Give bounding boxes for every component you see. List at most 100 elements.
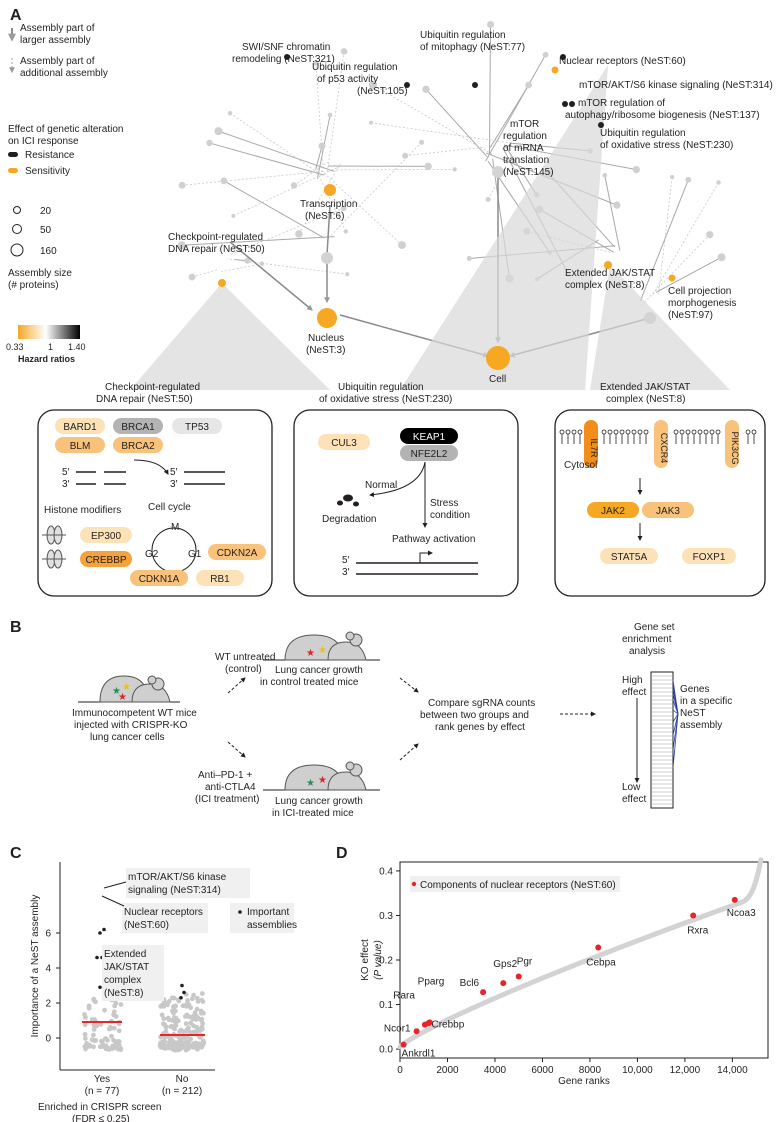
c-important-point [179,995,183,1000]
c-point [162,1045,168,1051]
d-xtick-label: 12,000 [670,1065,701,1076]
label-oxidative-l1: Ubiquitin regulation [600,128,686,139]
box2-normal: Normal [365,480,397,491]
box3-title-l1: Extended JAK/STAT [600,382,690,393]
network-key-nodes [218,54,676,370]
network-edge [223,180,325,239]
network-node [177,241,186,250]
d-ytick-label: 0.1 [379,1000,393,1011]
phase-g1: G1 [188,549,202,560]
c-point [113,1000,119,1006]
b-gsea-l2: enrichment [622,634,672,645]
box2-pathway: Pathway activation [392,534,475,545]
label-mtor-auto-l2: autophagy/ribosome biogenesis (NeST:137) [565,110,760,121]
label-mtor-mrna-l3: of mRNA [503,143,544,154]
label-nuclear: Nuclear receptors (NeST:60) [559,56,686,67]
network-node [313,60,319,66]
label-swi-l2: remodeling (NeST:321) [232,54,335,65]
legend-arrow-additional-l2: additional assembly [20,68,108,79]
c-point [183,1021,189,1027]
c-point [89,1017,95,1022]
c-point [91,1032,96,1038]
network-node [227,110,233,116]
degradation-icon [337,494,359,507]
d-highlight-point [426,1019,433,1026]
gene-cdkn1a: CDKN1A [139,574,180,585]
c-point [170,1008,175,1014]
c-important-point [98,985,102,990]
network-node [602,172,608,178]
gene-brca1: BRCA1 [121,422,155,433]
c-point [200,1020,205,1026]
label-cellproj-l3: (NeST:97) [668,310,713,321]
c-point [102,1044,108,1050]
gene-bard1: BARD1 [63,422,97,433]
b-gsea-l3: analysis [629,646,665,657]
network-node [368,80,378,90]
hr-high: 1.40 [68,342,86,352]
c-point [183,1042,189,1047]
b-mice-l1: Immunocompetent WT mice [72,708,197,719]
gene-jak3: JAK3 [656,506,680,517]
c-point [188,1020,194,1026]
legend-arrow-larger-l1: Assembly part of [20,23,95,34]
network-node [706,231,714,239]
panel-c-label: C [10,845,22,862]
d-point-label: Crebbp [431,1019,464,1030]
d-xtick-label: 10,000 [622,1065,653,1076]
b-ici-l2: anti-CTLA4 [205,782,256,793]
d-ylabel: KO effect [360,939,371,981]
mice-ici-icon: ★ ★ [263,761,380,791]
label-mtor-auto-l1: mTOR regulation of [578,98,665,109]
network-node [340,205,347,212]
c-ann-nuclear-l2: (NeST:60) [124,920,169,931]
network-node [244,257,251,264]
label-cellproj-l2: morphogenesis [668,298,736,309]
hr-mid: 1 [48,342,53,352]
c-point [116,1039,122,1045]
c-point [91,1027,97,1032]
network-edge [218,130,335,172]
label-nucleus-l1: Nucleus [308,333,344,344]
network-edge [233,166,340,217]
gene-link-line [672,713,679,723]
network-edge [405,146,485,157]
c-group-yes-n: (n = 77) [85,1086,120,1097]
svg-text:★: ★ [318,645,327,656]
c-point [180,1003,186,1009]
c-point [116,1028,122,1034]
box3-cytosol: Cytosol [564,460,597,471]
c-point [173,1044,179,1050]
c-point [181,1034,187,1040]
c-point [163,1024,169,1030]
label-mitophagy-l1: Ubiquitin regulation [420,30,506,41]
label-swi-l1: SWI/SNF chromatin [242,42,330,53]
c-point [193,1013,199,1018]
b-genes-l2: in a specific [680,696,732,707]
c-point [98,1021,104,1027]
network-edge [489,84,530,148]
c-point [86,1003,92,1009]
legend-size-title-l1: Assembly size [8,268,72,279]
label-mitophagy-l2: of mitophagy (NeST:77) [420,42,525,53]
b-wt-l1: WT untreated [215,652,275,663]
c-point [191,992,196,998]
c-ann-jak-l3: complex [104,975,141,986]
c-point [111,1009,117,1015]
legend-size-160: 160 [40,246,57,257]
network-edge [485,54,547,162]
membrane-lipids [559,429,757,444]
box2-stress-l1: Stress [430,498,458,509]
network-node [485,196,491,202]
c-ann-jak-l2: JAK/STAT [104,962,149,973]
d-ytick-label: 0.2 [379,956,393,967]
box1-title-l1: Checkpoint-regulated [105,382,200,393]
d-xtick-label: 6000 [531,1065,554,1076]
b-ici-l3: (ICI treatment) [195,794,259,805]
c-xlabel-l2: (FDR ≤ 0.25) [72,1114,130,1122]
b-wt-l2: (control) [225,664,262,675]
legend-arrow-additional-l1: Assembly part of [20,56,95,67]
c-point [118,1046,124,1052]
c-important-point [95,955,99,960]
panel-a-label: A [10,7,22,24]
